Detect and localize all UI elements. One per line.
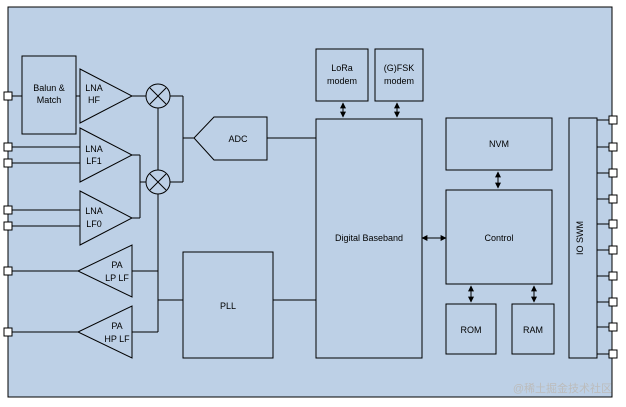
pin bbox=[608, 271, 618, 281]
watermark: @稀土掘金技术社区 bbox=[513, 381, 612, 395]
lna-lf1-label-line1: LNA bbox=[85, 144, 103, 154]
pa-lp-lf-label-line1: PA bbox=[111, 260, 122, 270]
ram-block: RAM bbox=[511, 303, 555, 355]
pin bbox=[608, 245, 618, 255]
pin bbox=[3, 327, 13, 337]
pa-lp-lf-amplifier: PA LP LF bbox=[76, 244, 133, 298]
lora-modem-block: LoRa modem bbox=[315, 48, 369, 102]
lna-lf0-label-line1: LNA bbox=[85, 206, 103, 216]
pin bbox=[3, 266, 13, 276]
pin bbox=[3, 158, 13, 168]
lora-modem-label-line1: LoRa bbox=[331, 63, 353, 73]
pa-hp-lf-amplifier: PA HP LF bbox=[76, 305, 133, 359]
rom-label: ROM bbox=[461, 325, 482, 335]
gfsk-modem-label-line1: (G)FSK bbox=[384, 63, 415, 73]
balun-match-label-line2: Match bbox=[37, 95, 62, 105]
rom-block: ROM bbox=[445, 303, 497, 355]
pll-block: PLL bbox=[182, 251, 274, 359]
nvm-block: NVM bbox=[445, 117, 553, 171]
pin bbox=[608, 322, 618, 332]
pin bbox=[3, 142, 13, 152]
lna-hf-label-line1: LNA bbox=[85, 83, 103, 93]
balun-match-block: Balun & Match bbox=[21, 55, 77, 135]
lna-lf1-label-line2: LF1 bbox=[86, 156, 102, 166]
connection-wires bbox=[12, 95, 609, 355]
pin bbox=[608, 297, 618, 307]
lna-lf1-amplifier: LNA LF1 bbox=[79, 127, 134, 183]
left-pins bbox=[3, 91, 13, 337]
pll-label: PLL bbox=[220, 301, 236, 311]
control-label: Control bbox=[484, 233, 513, 243]
pin bbox=[608, 115, 618, 125]
control-block: Control bbox=[445, 189, 553, 285]
lora-modem-label-line2: modem bbox=[327, 76, 357, 86]
pin bbox=[608, 219, 618, 229]
digital-baseband-block: Digital Baseband bbox=[315, 118, 423, 359]
lna-hf-label-line2: HF bbox=[88, 95, 100, 105]
pa-hp-lf-label-line1: PA bbox=[111, 321, 122, 331]
pin bbox=[3, 91, 13, 101]
lna-hf-amplifier: LNA HF bbox=[79, 68, 134, 124]
io-swm-block: IO SWM bbox=[568, 117, 598, 359]
digital-baseband-label: Digital Baseband bbox=[335, 233, 403, 243]
pin bbox=[608, 194, 618, 204]
adc-label: ADC bbox=[228, 134, 248, 144]
balun-match-label-line1: Balun & bbox=[33, 83, 65, 93]
lna-lf0-amplifier: LNA LF0 bbox=[79, 190, 134, 246]
pa-lp-lf-label-line2: LP LF bbox=[105, 273, 129, 283]
adc-block: ADC bbox=[193, 116, 268, 161]
lna-lf0-label-line2: LF0 bbox=[86, 219, 102, 229]
pin bbox=[3, 221, 13, 231]
right-pins bbox=[608, 115, 618, 359]
gfsk-modem-block: (G)FSK modem bbox=[374, 48, 424, 102]
io-swm-label: IO SWM bbox=[575, 221, 585, 255]
gfsk-modem-label-line2: modem bbox=[384, 76, 414, 86]
mixer-lf bbox=[145, 169, 171, 195]
pin bbox=[608, 168, 618, 178]
bus-arrows bbox=[340, 102, 537, 303]
pin bbox=[3, 205, 13, 215]
pin bbox=[608, 142, 618, 152]
mixer-hf bbox=[145, 83, 171, 109]
ram-label: RAM bbox=[523, 325, 543, 335]
pin bbox=[608, 349, 618, 359]
pa-hp-lf-label-line2: HP LF bbox=[104, 334, 130, 344]
nvm-label: NVM bbox=[489, 139, 509, 149]
